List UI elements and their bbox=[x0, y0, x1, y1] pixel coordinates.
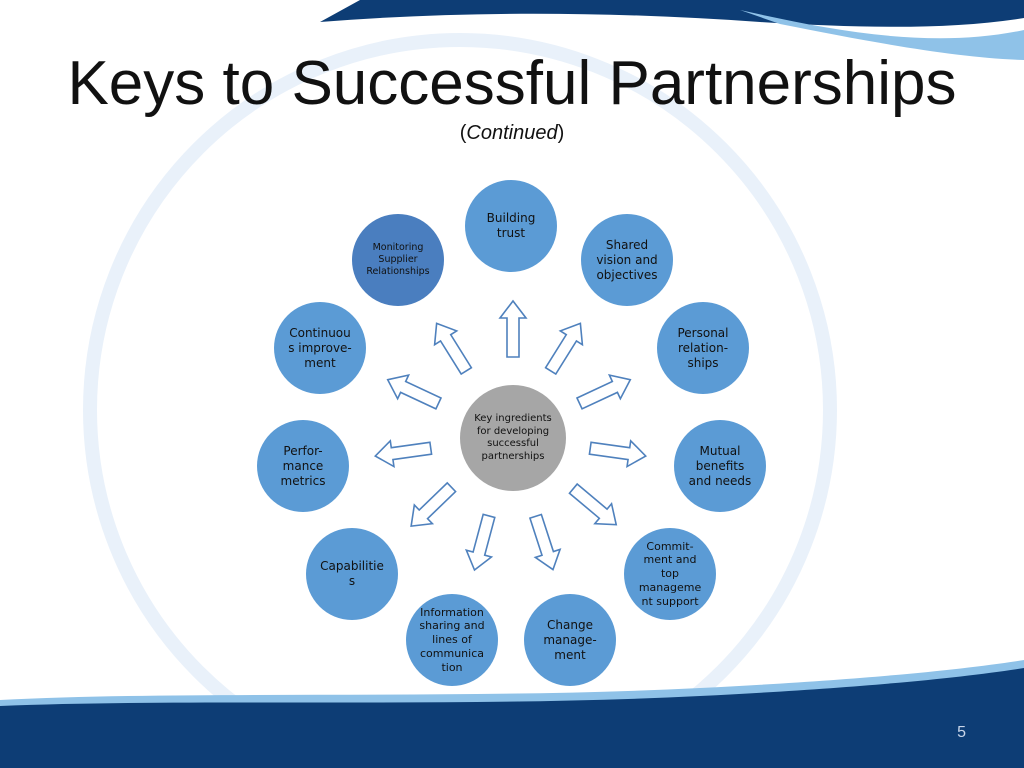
subtitle-italic: Continued bbox=[466, 122, 558, 144]
node-continuous-improvement-label: Continuou s improve-ment bbox=[288, 325, 352, 370]
arrow-performance-metrics-icon bbox=[373, 439, 433, 469]
node-performance-metrics: Perfor-mance metrics bbox=[257, 420, 349, 512]
arrow-change-management-icon bbox=[528, 513, 562, 571]
subtitle-close-paren: ) bbox=[557, 122, 565, 144]
background-circle-decoration bbox=[83, 33, 837, 768]
center-node: Key ingredients for developing successfu… bbox=[460, 385, 566, 491]
node-commitment: Commit-ment and top manageme nt support bbox=[624, 528, 716, 620]
bottom-wave-dark bbox=[0, 668, 1024, 768]
arrow-shared-vision-icon bbox=[544, 322, 584, 376]
node-commitment-label: Commit-ment and top manageme nt support bbox=[638, 539, 702, 608]
node-personal-relationships-label: Personal relation-ships bbox=[677, 325, 729, 370]
node-monitoring-supplier-label: Monitoring Supplier Relationships bbox=[366, 242, 430, 277]
arrow-mutual-benefits-icon bbox=[588, 439, 648, 469]
node-performance-metrics-label: Perfor-mance metrics bbox=[280, 443, 326, 488]
node-capabilities-label: Capabilitie s bbox=[320, 559, 384, 588]
node-building-trust: Building trust bbox=[465, 180, 557, 272]
arrow-building-trust-icon bbox=[498, 299, 528, 358]
arrow-monitoring-supplier-icon bbox=[433, 322, 473, 376]
node-capabilities: Capabilitie s bbox=[306, 528, 398, 620]
node-monitoring-supplier: Monitoring Supplier Relationships bbox=[352, 214, 444, 306]
subtitle-open-paren: ( bbox=[459, 122, 467, 144]
center-node-label: Key ingredients for developing successfu… bbox=[474, 413, 552, 462]
arrow-information-sharing-icon bbox=[464, 513, 496, 572]
arrow-commitment-icon bbox=[568, 482, 618, 526]
node-information-sharing: Information sharing and lines of communi… bbox=[406, 594, 498, 686]
arrows-group bbox=[373, 299, 648, 572]
node-mutual-benefits-label: Mutual benefits and needs bbox=[688, 443, 752, 488]
page-number: 5 bbox=[957, 724, 966, 741]
arrow-personal-relationships-icon bbox=[575, 374, 632, 410]
node-personal-relationships: Personal relation-ships bbox=[657, 302, 749, 394]
node-shared-vision-label: Shared vision and objectives bbox=[596, 237, 658, 282]
slide-subtitle: (Continued) bbox=[0, 122, 1024, 145]
top-wave-light bbox=[740, 10, 1024, 60]
arrow-capabilities-icon bbox=[410, 481, 457, 528]
node-building-trust-label: Building trust bbox=[486, 211, 536, 240]
top-wave-dark bbox=[320, 0, 1024, 27]
slide-title: Keys to Successful Partnerships bbox=[67, 49, 957, 118]
node-mutual-benefits: Mutual benefits and needs bbox=[674, 420, 766, 512]
node-continuous-improvement: Continuou s improve-ment bbox=[274, 302, 366, 394]
node-shared-vision: Shared vision and objectives bbox=[581, 214, 673, 306]
node-change-management: Change manage-ment bbox=[524, 594, 616, 686]
node-information-sharing-label: Information sharing and lines of communi… bbox=[419, 605, 485, 674]
node-change-management-label: Change manage-ment bbox=[543, 617, 597, 662]
arrow-continuous-improvement-icon bbox=[386, 374, 443, 410]
